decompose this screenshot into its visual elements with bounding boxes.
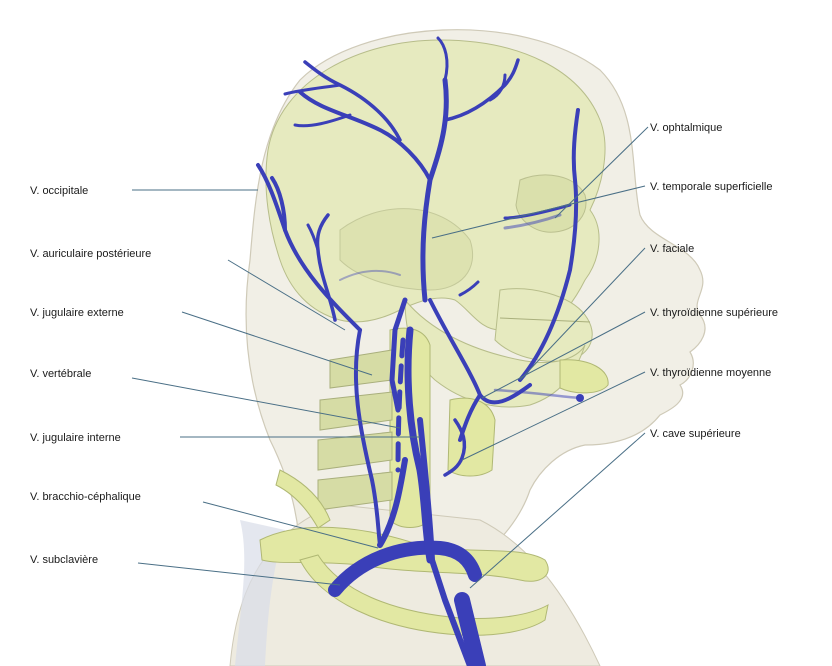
label-v-faciale: V. faciale <box>650 243 694 255</box>
label-v-jugulaire-externe: V. jugulaire externe <box>30 307 124 319</box>
label-v-cave-superieure: V. cave supérieure <box>650 428 741 440</box>
label-v-jugulaire-interne: V. jugulaire interne <box>30 432 121 444</box>
labels-left: V. occipitale V. auriculaire postérieure… <box>30 185 151 566</box>
label-v-thyroidienne-superieure: V. thyroïdienne supérieure <box>650 307 778 319</box>
label-v-temporale-superficielle: V. temporale superficielle <box>650 181 773 193</box>
label-v-vertebrale: V. vertébrale <box>30 368 91 380</box>
label-v-subclaviere: V. subclavière <box>30 554 98 566</box>
label-v-auriculaire-posterieure: V. auriculaire postérieure <box>30 248 151 260</box>
label-v-thyroidienne-moyenne: V. thyroïdienne moyenne <box>650 367 771 379</box>
label-v-occipitale: V. occipitale <box>30 185 88 197</box>
label-v-brachio-cephalique: V. bracchio-céphalique <box>30 491 141 503</box>
label-v-ophtalmique: V. ophtalmique <box>650 122 722 134</box>
